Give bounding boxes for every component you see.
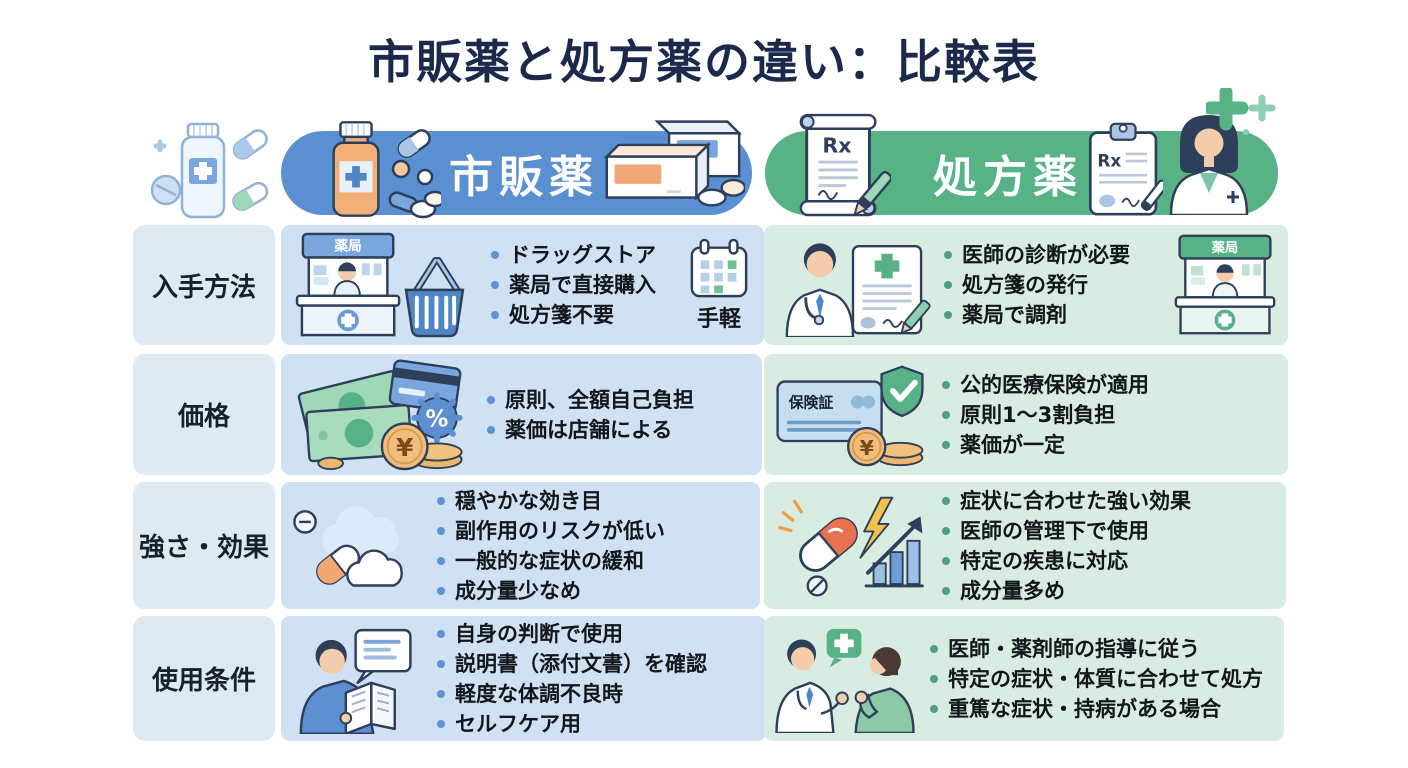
bullet-item: 薬価は店舗による [487,415,694,445]
doctor-patient-consult-icon [775,628,915,733]
percent-symbol: % [426,406,449,432]
bullet-item: 説明書（添付文書）を確認 [437,649,707,679]
bullet-item: 一般的な症状の緩和 [437,546,665,576]
page-title: 市販薬と処方薬の違い：比較表 [368,35,1040,89]
otc-strength-bullets: 穏やかな効き目 副作用のリスクが低い 一般的な症状の緩和 成分量少なめ [437,486,665,606]
bullet-item: 原則、全額自己負担 [487,385,694,415]
pharmacy-storefront-basket-icon: 薬局 [295,232,465,338]
rx-symbol: Rx [822,133,851,157]
bullet-item: 公的医療保険が適用 [942,370,1149,400]
row-label: 使用条件 [151,666,256,696]
rx-header-pill: Rx 処方薬 Rx [765,113,1278,217]
bullet-item: 薬局で調剤 [944,300,1130,330]
otc-access-bullets: ドラッグストア 薬局で直接購入 処方箋不要 [491,240,656,330]
rx-strength-bullets: 症状に合わせた強い効果 医師の管理下で使用 特定の疾患に対応 成分量多め [942,486,1191,606]
bullet-item: 軽度な体調不良時 [437,679,707,709]
rx-strength-cell: 症状に合わせた強い効果 医師の管理下で使用 特定の疾患に対応 成分量多め [764,482,1286,609]
yen-symbol: ¥ [396,432,413,461]
rx-header-label: 処方薬 [933,152,1083,203]
pharmacy-counter-icon: 薬局 [1174,234,1276,335]
bullet-item: 副作用のリスクが低い [437,516,665,546]
otc-price-cell: % ¥ 原則、全額自己負担 薬価は店舗による [281,354,762,475]
rx-symbol: Rx [1097,150,1121,170]
row-label: 価格 [177,402,230,432]
calendar-caption: 手軽 [696,306,741,332]
person-reading-leaflet-icon [299,628,412,734]
bullet-item: ドラッグストア [491,240,656,270]
pharmacy-sign-label: 薬局 [334,238,361,255]
strong-capsule-chart-icon [777,496,924,596]
mild-capsule-cloud-icon [293,505,403,587]
green-crosses-deco-icon [1206,88,1276,135]
rx-price-bullets: 公的医療保険が適用 原則1～3割負担 薬価が一定 [942,370,1149,460]
bullet-item: 重篤な症状・持病がある場合 [930,694,1263,724]
bullet-item: 原則1～3割負担 [942,400,1149,430]
medicine-boxes-icon [603,120,745,207]
bullet-item: 特定の症状・体質に合わせて処方 [930,664,1263,694]
row-label-cell: 入手方法 [133,225,275,345]
doctor-prescription-icon [785,243,931,337]
rx-conditions-cell: 医師・薬剤師の指導に従う 特定の症状・体質に合わせて処方 重篤な症状・持病がある… [764,616,1284,741]
bullet-item: 成分量多め [942,576,1191,606]
yen-symbol: ¥ [860,435,874,459]
calendar-block: 手軽 [688,238,750,333]
table-row-access: 入手方法 薬局 ドラッグストア [0,225,1408,345]
pharmacy-sign-label: 薬局 [1212,239,1238,256]
bullet-item: 処方箋不要 [491,300,656,330]
rx-price-cell: 保険証 ¥ 公的医療保険が適用 原則1～3割負担 薬価が一定 [764,354,1288,475]
rx-conditions-bullets: 医師・薬剤師の指導に従う 特定の症状・体質に合わせて処方 重篤な症状・持病がある… [930,634,1263,724]
otc-access-cell: 薬局 ドラッグストア 薬局で直接購入 処方箋不要 [281,225,764,345]
row-label-cell: 使用条件 [133,616,275,741]
otc-strength-cell: 穏やかな効き目 副作用のリスクが低い 一般的な症状の緩和 成分量少なめ [281,482,760,609]
table-row-strength: 強さ・効果 穏やかな効き目 副作用のリスクが低い 一般的な症状の緩和 成分量少な… [0,482,1408,609]
bullet-item: 特定の疾患に対応 [942,546,1191,576]
bullet-item: 薬価が一定 [942,430,1149,460]
loose-pills-icon [388,129,441,219]
row-label: 強さ・効果 [138,533,269,563]
medicine-bottle-pills-deco-icon [150,122,269,219]
bullet-item: 医師・薬剤師の指導に従う [930,634,1263,664]
pharmacist-woman-icon [1169,115,1249,215]
bullet-item: 薬局で直接購入 [491,270,656,300]
bullet-item: 成分量少なめ [437,576,665,606]
bullet-item: 医師の診断が必要 [944,240,1130,270]
row-label-cell: 価格 [133,354,275,475]
bullet-item: 症状に合わせた強い効果 [942,486,1191,516]
money-card-coins-icon: % ¥ [297,358,463,470]
otc-medicine-bottle-icon [332,121,380,217]
otc-conditions-bullets: 自身の判断で使用 説明書（添付文書）を確認 軽度な体調不良時 セルフケア用 [437,619,707,739]
bullet-item: セルフケア用 [437,709,707,739]
bullet-item: 自身の判断で使用 [437,619,707,649]
insurance-card-label: 保険証 [788,393,834,411]
rx-prescription-scroll-icon: Rx [799,113,891,217]
otc-header-pill: 市販薬 [281,120,752,219]
rx-clipboard-icon: Rx [1088,122,1163,216]
calendar-icon [690,238,748,297]
otc-header-label: 市販薬 [449,152,599,203]
row-label-cell: 強さ・効果 [133,482,275,609]
row-label: 入手方法 [151,272,256,303]
rx-access-bullets: 医師の診断が必要 処方箋の発行 薬局で調剤 [944,240,1130,330]
rx-access-cell: 医師の診断が必要 処方箋の発行 薬局で調剤 薬局 [764,225,1288,345]
table-row-price: 価格 [0,354,1408,475]
otc-price-bullets: 原則、全額自己負担 薬価は店舗による [487,385,694,445]
bullet-item: 処方箋の発行 [944,270,1130,300]
bullet-item: 穏やかな効き目 [437,486,665,516]
bullet-item: 医師の管理下で使用 [942,516,1191,546]
otc-conditions-cell: 自身の判断で使用 説明書（添付文書）を確認 軽度な体調不良時 セルフケア用 [281,616,766,741]
table-row-conditions: 使用条件 自身の判断で使用 説明書（添付文書）を確認 軽度な体調不良時 [0,616,1408,741]
insurance-card-shield-coin-icon: 保険証 ¥ [776,364,924,466]
